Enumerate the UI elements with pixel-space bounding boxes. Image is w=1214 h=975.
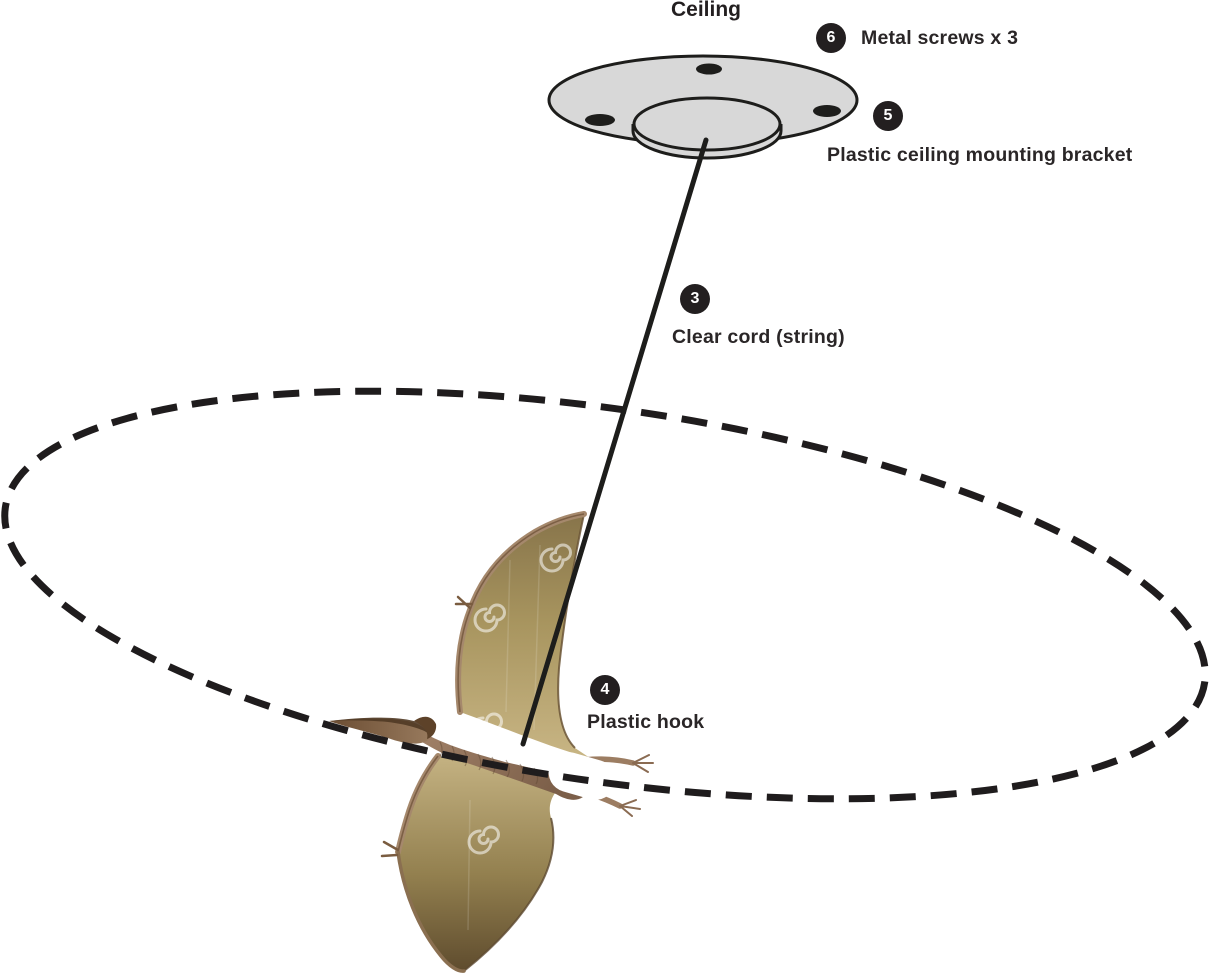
screw-hole-left	[585, 114, 615, 126]
pterosaur-crest	[414, 716, 437, 739]
upper-wing-claw	[454, 595, 474, 610]
callout-label-metal-screws: Metal screws x 3	[861, 27, 1019, 49]
callout-number: 5	[883, 107, 893, 124]
callout-label-plastic-hook: Plastic hook	[587, 711, 705, 733]
pterosaur-illustration	[329, 511, 654, 973]
callout-badge-clear-cord: 3	[680, 284, 710, 314]
lower-wing-finger	[396, 850, 466, 973]
pterosaur-foot-lower	[619, 799, 641, 817]
pterosaur-lower-wing	[398, 756, 564, 972]
pterosaur-beak-ridge	[329, 717, 428, 733]
lower-wing-edge	[463, 817, 555, 972]
callout-number: 6	[826, 29, 836, 46]
flight-path-ellipse	[1, 387, 1209, 803]
ceiling-label: Ceiling	[670, 0, 741, 21]
clear-cord-line	[520, 137, 709, 747]
callout-number: 3	[690, 290, 700, 307]
lower-wing-arm-shade	[397, 755, 439, 853]
pterosaur-head	[329, 718, 429, 744]
callout-badge-mounting-bracket: 5	[873, 101, 903, 131]
flight-path-group	[1, 387, 1209, 803]
upper-wing-edge	[557, 513, 585, 749]
plastic-hook-shape	[548, 752, 616, 800]
callout-badge-metal-screws: 6	[816, 23, 846, 53]
upper-wing-arm-shade	[457, 513, 585, 713]
callout-label-clear-cord: Clear cord (string)	[672, 326, 845, 348]
screw-hole-top	[696, 63, 722, 75]
pterosaur-foot-upper	[632, 754, 654, 773]
callout-label-mounting-bracket: Plastic ceiling mounting bracket	[827, 144, 1133, 166]
callout-badge-plastic-hook: 4	[590, 675, 620, 705]
screw-hole-right	[813, 105, 841, 117]
ceiling-mounting-bracket	[547, 54, 859, 160]
bracket-cup-rim	[632, 96, 782, 152]
callout-number: 4	[600, 681, 610, 698]
lower-wing-claw	[380, 840, 400, 858]
